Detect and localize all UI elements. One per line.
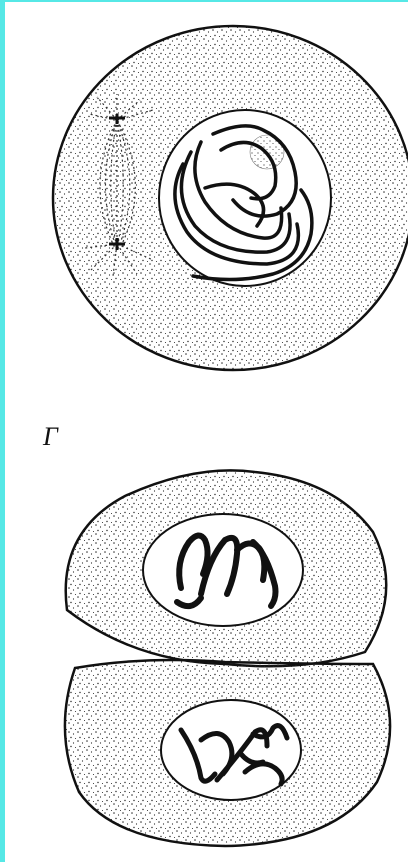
mitosis-illustration <box>5 2 408 864</box>
telophase-cells <box>65 470 390 846</box>
figure-label: Г <box>43 422 58 452</box>
daughter-nucleus-top <box>143 514 303 626</box>
prophase-cell <box>53 26 408 370</box>
